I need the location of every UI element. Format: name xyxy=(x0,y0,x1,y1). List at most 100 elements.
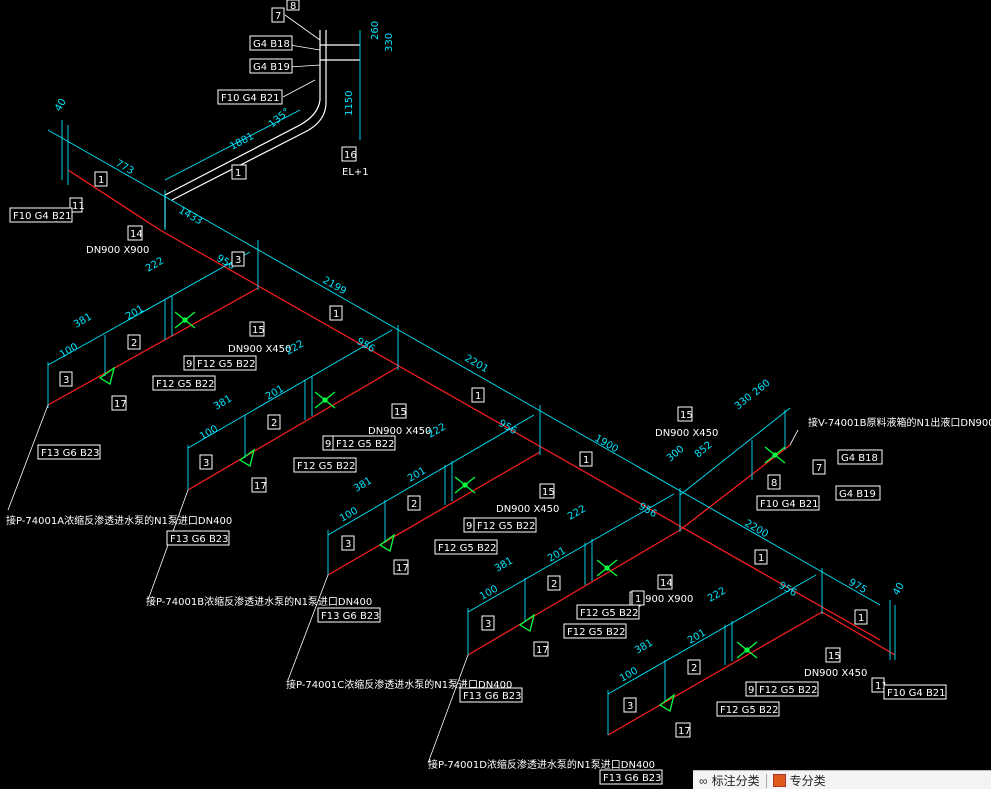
item-1-right: 1 xyxy=(635,594,641,605)
left-inlet-pipe xyxy=(67,169,161,231)
connection-note: 接P-74001B浓缩反渗透进水泵的N1泵进口DN400 xyxy=(146,595,372,608)
size-14-a: DN900 X900 xyxy=(86,245,149,256)
size-label: DN900 X450 xyxy=(228,344,291,355)
pipe-lines xyxy=(47,169,896,736)
specialty-category-tab[interactable]: 专分类 xyxy=(767,771,832,789)
annotation-category-label: 标注分类 xyxy=(711,774,760,788)
item-14-a: 14 xyxy=(130,229,143,240)
size-right: DN900 X450 xyxy=(655,428,718,439)
tag-f12-b: F12 G5 B22 xyxy=(297,461,356,472)
dim-330: 330 xyxy=(384,33,395,52)
left-inlet-annotations: 40 773 11 F10 G4 B21 1 xyxy=(9,97,136,223)
dim-381: 381 xyxy=(633,638,655,657)
tag-g4-b19-right: G4 B19 xyxy=(839,489,876,500)
dim-222: 222 xyxy=(144,256,166,275)
item-15: 15 xyxy=(828,651,841,662)
item-17: 17 xyxy=(114,399,127,410)
dim-975: 975 xyxy=(847,577,869,596)
leader-lines xyxy=(7,14,799,764)
branch-b-pipe xyxy=(187,366,399,491)
category-color-icon xyxy=(772,774,786,787)
angle-label: 135° xyxy=(267,106,293,130)
branch-e-pipe xyxy=(607,611,823,736)
item-9: 9 xyxy=(325,439,331,450)
dim-260-right: 260 xyxy=(751,378,773,399)
item-11-left: 11 xyxy=(72,201,85,212)
dim-222: 222 xyxy=(566,504,588,523)
item-1-top: 1 xyxy=(235,168,241,179)
item-2: 2 xyxy=(691,663,697,674)
tag-f12-a: F12 G5 B22 xyxy=(580,608,639,619)
size-label: DN900 X450 xyxy=(804,668,867,679)
reducer-c xyxy=(378,533,396,553)
dim-773: 773 xyxy=(114,158,136,177)
dim-2199: 2199 xyxy=(321,275,349,297)
connection-note: 接P-74001A浓缩反渗透进水泵的N1泵进口DN400 xyxy=(6,514,232,527)
valve-a xyxy=(174,311,196,329)
dim-201: 201 xyxy=(406,466,428,485)
status-bar: ∞ 标注分类 专分类 xyxy=(693,770,991,789)
dim-222: 222 xyxy=(284,339,306,358)
reducer-a xyxy=(98,366,116,386)
dim-222: 222 xyxy=(426,422,448,441)
dim-956: 956 xyxy=(355,336,377,355)
item-1-left: 1 xyxy=(98,175,104,186)
dim-381: 381 xyxy=(352,476,374,495)
item-1-h2: 1 xyxy=(475,391,481,402)
item-2: 2 xyxy=(131,338,137,349)
tag-g4-b18: G4 B18 xyxy=(253,39,290,50)
valves xyxy=(98,311,786,713)
dim-201: 201 xyxy=(124,304,146,323)
item-17: 17 xyxy=(678,726,691,737)
dim-2200: 2200 xyxy=(743,518,771,540)
item-8-right: 8 xyxy=(771,478,777,489)
branch-c-pipe xyxy=(327,451,541,576)
valve-d xyxy=(596,559,618,577)
tag-left-f10: F10 G4 B21 xyxy=(13,211,72,222)
tag-f12-b: F12 G5 B22 xyxy=(156,379,215,390)
item-14: 14 xyxy=(660,578,673,589)
tag-g4-b19: G4 B19 xyxy=(253,62,290,73)
dim-381: 381 xyxy=(72,312,94,331)
tag-f13: F13 G6 B23 xyxy=(41,448,100,459)
valve-b xyxy=(314,391,336,409)
dim-852: 852 xyxy=(693,440,715,461)
dim-100: 100 xyxy=(198,424,220,443)
tag-g4-b18-right: G4 B18 xyxy=(841,453,878,464)
dim-40: 40 xyxy=(53,97,69,114)
dim-1150: 1150 xyxy=(344,91,355,116)
item-9: 9 xyxy=(466,521,472,532)
tag-f13: F13 G6 B23 xyxy=(170,534,229,545)
size-label: DN900 X450 xyxy=(496,504,559,515)
branch-0: 956 3 15 DN900 X450 222 201 381 100 9 F1… xyxy=(6,251,291,527)
item-1-h3: 1 xyxy=(583,455,589,466)
dim-40-right: 40 xyxy=(891,581,907,598)
size-label: DN900 X450 xyxy=(368,426,431,437)
dim-956: 956 xyxy=(497,418,519,437)
reducer-d xyxy=(518,613,536,633)
item-11-right: 11 xyxy=(875,681,888,692)
tag-f12-a: F12 G5 B22 xyxy=(477,521,536,532)
tag-f10-end: F10 G4 B21 xyxy=(887,688,946,699)
item-2: 2 xyxy=(411,499,417,510)
tag-f12-a: F12 G5 B22 xyxy=(197,359,256,370)
annotation-category-tab[interactable]: ∞ 标注分类 xyxy=(693,771,766,789)
dim-956: 956 xyxy=(637,501,659,520)
item-15-right: 15 xyxy=(680,410,693,421)
tag-f13: F13 G6 B23 xyxy=(603,773,662,784)
dim-956-right: 956 xyxy=(777,580,799,599)
item-15: 15 xyxy=(394,407,407,418)
branch-d-pipe xyxy=(467,529,681,656)
dim-381: 381 xyxy=(493,556,515,575)
tag-f12-a: F12 G5 B22 xyxy=(759,685,818,696)
reducer-b xyxy=(238,448,256,468)
specialty-category-label: 专分类 xyxy=(789,774,826,788)
item-7-label: 7 xyxy=(275,11,281,22)
branch-a-pipe xyxy=(47,287,259,406)
tag-f12-b: F12 G5 B22 xyxy=(720,705,779,716)
item-8-label: 8 xyxy=(290,1,296,12)
item-7-right: 7 xyxy=(816,463,822,474)
dimension-lines xyxy=(47,30,896,735)
